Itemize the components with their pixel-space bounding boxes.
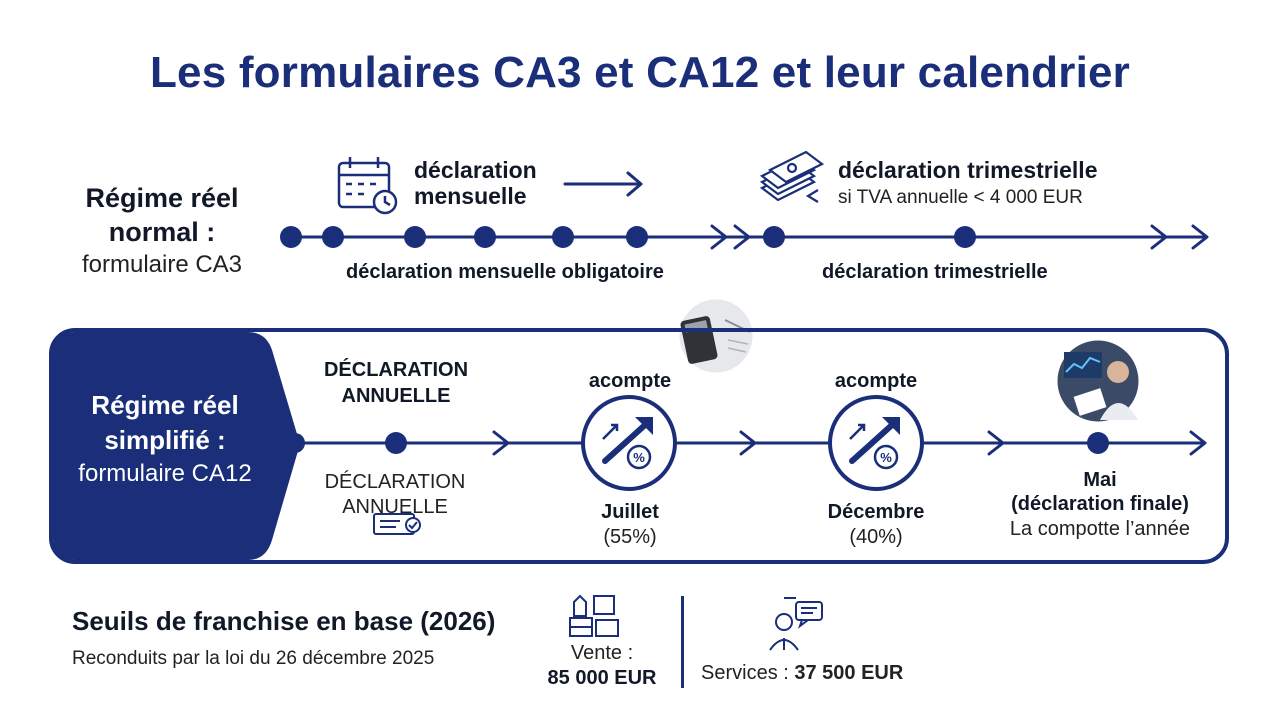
month-dot-5 <box>552 226 574 248</box>
annual-dot <box>385 432 407 454</box>
annual-note-line-1: DÉCLARATION <box>324 471 466 493</box>
acompte-2-label: acompte <box>834 370 918 392</box>
simplified-label-background <box>53 332 300 560</box>
svg-text:%: % <box>633 450 645 465</box>
page-title: Les formulaires CA3 et CA12 et leur cale… <box>149 48 1130 97</box>
quarter-dot-2 <box>954 226 976 248</box>
document-check-icon <box>373 513 421 535</box>
chevron-right-icon <box>739 430 757 456</box>
chevron-right-icon <box>733 224 751 250</box>
final-dot <box>1087 432 1109 454</box>
chevron-right-icon <box>1191 224 1209 250</box>
quarter-dot-1 <box>763 226 785 248</box>
acompte-1-details: Juillet (55%) <box>560 500 700 550</box>
quarterly-heading: déclaration trimestrielle <box>838 157 1098 183</box>
acompte-2-month: Décembre <box>827 501 925 523</box>
growth-percent-icon: % <box>581 395 677 491</box>
money-stack-icon <box>759 150 825 203</box>
acompte-2-percent: (40%) <box>849 526 903 548</box>
svg-text:%: % <box>880 450 892 465</box>
services-threshold: Services : 37 500 EUR <box>701 662 903 685</box>
annual-heading-line-2: ANNUELLE <box>341 385 451 407</box>
annual-note: DÉCLARATION ANNUELLE <box>295 470 495 520</box>
regime-simplifie-label: Régime réel simplifié : formulaire CA12 <box>56 388 274 491</box>
quarterly-condition: si TVA annuelle < 4 000 EUR <box>838 187 1083 209</box>
final-month: Mai <box>1083 469 1117 491</box>
annual-start-dot <box>285 433 305 453</box>
franchise-title: Seuils de franchise en base (2026) <box>72 606 496 636</box>
monthly-heading-line-1: déclaration <box>414 157 537 183</box>
monthly-heading-line-2: mensuelle <box>414 183 527 210</box>
growth-percent-icon: % <box>828 395 924 491</box>
final-details: Mai (déclaration finale) La compotte l’a… <box>985 468 1215 541</box>
services-label: Services : <box>701 662 795 684</box>
acompte-1-month: Juillet <box>601 501 659 523</box>
franchise-divider <box>681 596 684 688</box>
chevron-right-icon <box>1150 224 1168 250</box>
month-dot-1 <box>280 226 302 248</box>
regime-normal-title-1: Régime réel <box>85 183 239 213</box>
monthly-heading: déclaration mensuelle <box>414 157 537 210</box>
vente-value: 85 000 EUR <box>547 667 657 689</box>
regime-simplifie-title-2: simplifié : <box>104 425 226 456</box>
monthly-caption: déclaration mensuelle obligatoire <box>346 261 664 283</box>
chevron-right-icon <box>710 224 728 250</box>
month-dot-2 <box>322 226 344 248</box>
month-dot-6 <box>626 226 648 248</box>
regime-normal-title-2: normal : <box>108 216 216 247</box>
final-label: (déclaration finale) <box>1011 493 1189 516</box>
annual-heading-line-1: DÉCLARATION <box>323 359 469 381</box>
franchise-subtitle: Reconduits par la loi du 26 décembre 202… <box>72 648 435 669</box>
regime-normal-label: Régime réel normal : formulaire CA3 <box>52 182 272 280</box>
goods-boxes-icon <box>569 594 619 637</box>
calendar-clock-icon <box>337 157 398 215</box>
acompte-1-label: acompte <box>588 370 672 392</box>
simplified-panel <box>49 328 1229 564</box>
analyst-photo <box>1054 337 1142 425</box>
regime-simplifie-form: formulaire CA12 <box>78 460 252 488</box>
final-note: La compotte l’année <box>1009 517 1191 540</box>
acompte-2-details: Décembre (40%) <box>796 500 956 550</box>
quarterly-heading-block: déclaration trimestrielle si TVA annuell… <box>838 157 1098 209</box>
month-dot-3 <box>404 226 426 248</box>
vente-label: Vente : <box>570 642 634 664</box>
person-chat-icon <box>769 597 823 651</box>
chevron-right-icon <box>1189 430 1207 456</box>
annual-note-line-2: ANNUELLE <box>342 496 448 518</box>
regime-normal-form: formulaire CA3 <box>81 250 243 278</box>
regime-simplifie-title-1: Régime réel <box>91 390 239 420</box>
acompte-1-percent: (55%) <box>603 526 657 548</box>
services-value: 37 500 EUR <box>794 662 904 684</box>
annual-heading: DÉCLARATION ANNUELLE <box>296 357 496 409</box>
quarterly-caption: déclaration trimestrielle <box>822 261 1048 283</box>
chevron-right-icon <box>492 430 510 456</box>
month-dot-4 <box>474 226 496 248</box>
chevron-right-icon <box>987 430 1005 456</box>
vente-threshold: Vente : 85 000 EUR <box>532 641 672 691</box>
